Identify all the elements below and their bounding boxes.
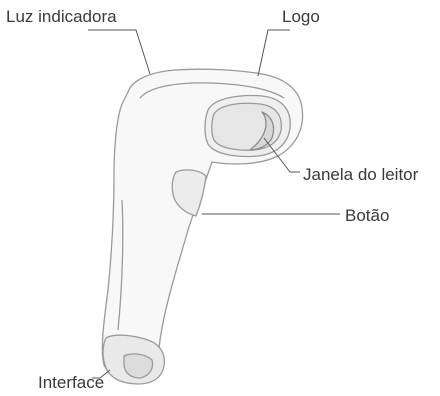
label-interface: Interface	[38, 373, 105, 392]
leader-logo	[257, 29, 290, 77]
label-scan-window: Janela do leitor	[303, 165, 419, 184]
leader-indicator-light	[88, 29, 151, 75]
window-edge	[249, 111, 275, 151]
label-button: Botão	[345, 206, 390, 225]
leader-scan-window	[263, 137, 300, 173]
trigger-button	[171, 169, 207, 217]
leader-lines	[88, 29, 340, 379]
label-indicator-light: Luz indicadora	[6, 7, 117, 26]
label-logo: Logo	[282, 7, 320, 26]
leader-interface	[92, 369, 111, 379]
scanner-body	[101, 68, 304, 385]
handle-grip-line	[117, 199, 124, 331]
interface-port	[123, 353, 154, 379]
head-contour	[139, 82, 285, 99]
